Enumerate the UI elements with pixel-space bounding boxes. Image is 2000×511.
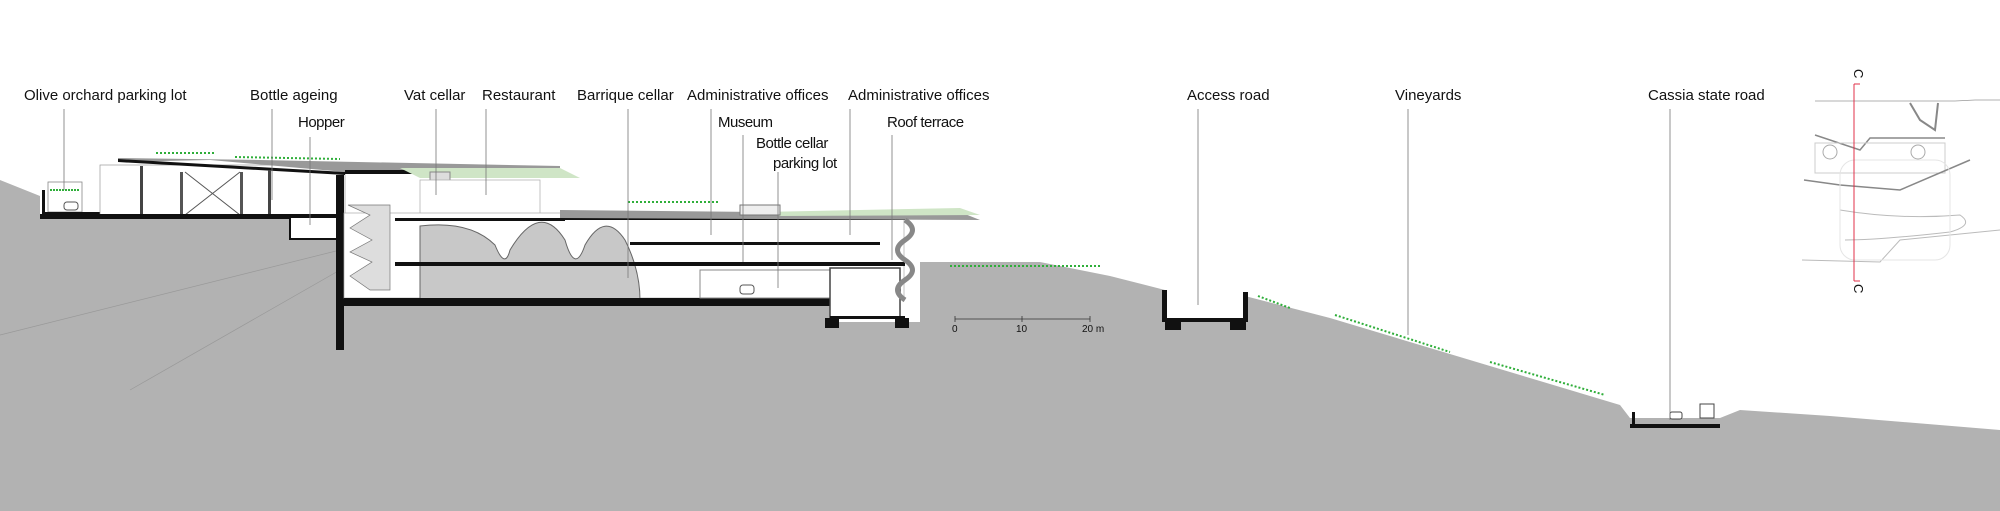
label-administrative-offices-2: Administrative offices (848, 87, 989, 104)
leader-lines (63, 109, 1671, 420)
key-plan: C C (1801, 69, 2000, 293)
label-access-road: Access road (1187, 87, 1270, 104)
label-barrique-cellar: Barrique cellar (577, 87, 674, 104)
label-vineyards: Vineyards (1395, 87, 1461, 104)
label-olive-orchard-parking: Olive orchard parking lot (24, 87, 187, 104)
retaining-wall (336, 175, 344, 350)
label-bottle-cellar: Bottle cellar (756, 135, 828, 152)
vegetation (156, 152, 1606, 396)
scale-tick-10: 10 (1016, 324, 1028, 335)
section-mark-top: C (1851, 69, 1866, 78)
section-mark-bottom: C (1851, 284, 1866, 293)
scale-tick-20: 20 m (1082, 324, 1104, 335)
label-restaurant: Restaurant (482, 87, 556, 104)
access-road-section (1162, 290, 1248, 330)
label-cassia-state-road: Cassia state road (1648, 87, 1765, 104)
label-hopper: Hopper (298, 114, 345, 131)
barrique-cellar-vault (419, 221, 641, 301)
terrain (0, 180, 2000, 511)
construction-line (129, 269, 341, 391)
label-parking-lot: parking lot (773, 155, 838, 172)
label-bottle-ageing: Bottle ageing (250, 87, 338, 104)
scale-tick-0: 0 (952, 324, 958, 335)
cellar-block (343, 204, 980, 328)
label-roof-terrace: Roof terrace (887, 114, 964, 131)
label-vat-cellar: Vat cellar (404, 87, 465, 104)
label-administrative-offices-1: Administrative offices (687, 87, 828, 104)
construction-line (0, 249, 341, 336)
label-museum: Museum (718, 114, 773, 131)
olive-orchard-parking-block (42, 181, 102, 217)
scale-bar: 0 10 20 m (952, 316, 1104, 335)
cassia-road-section (1630, 403, 1720, 428)
